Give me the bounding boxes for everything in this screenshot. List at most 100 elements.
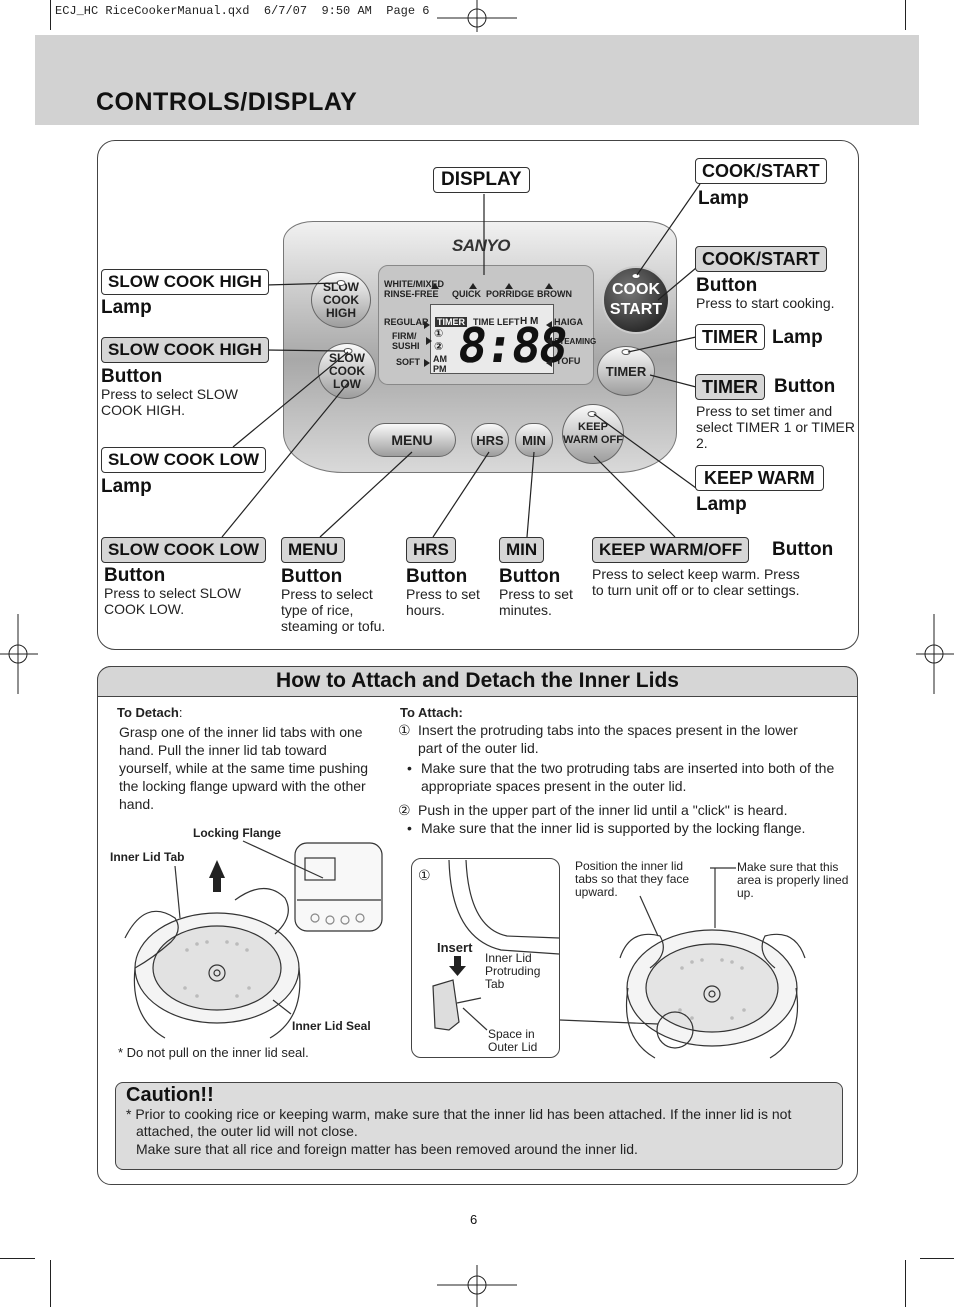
hrs-button-desc: Press to set hours. xyxy=(406,586,480,618)
lcd-am: AM xyxy=(433,354,447,364)
slow-cook-low-lamp-word: Lamp xyxy=(101,476,152,497)
hrs-button-word: Button xyxy=(406,566,468,587)
caution-line-1: * Prior to cooking rice or keeping warm,… xyxy=(126,1106,792,1139)
attach-heading: To Attach: xyxy=(400,705,463,720)
keep-warm-lamp-word: Lamp xyxy=(696,494,747,515)
cook-start-button-desc: Press to start cooking. xyxy=(696,295,835,311)
min-button-label: MIN xyxy=(499,537,545,563)
header-band xyxy=(35,35,919,125)
menu-item-firm-sushi: FIRM/ SUSHI xyxy=(392,331,420,351)
controls-diagram-frame xyxy=(97,140,859,650)
slow-cook-low-button-desc: Press to select SLOW COOK LOW. xyxy=(104,585,241,617)
step2-number: ② xyxy=(398,802,411,818)
slow-cook-low-lamp-label: SLOW COOK LOW xyxy=(101,447,267,473)
crop-mark xyxy=(50,0,51,30)
menu-button-desc: Press to select type of rice, steaming o… xyxy=(281,586,386,634)
crop-mark xyxy=(50,1260,51,1307)
inner-lid-tab-label: Inner Lid Tab xyxy=(110,850,185,864)
cook-start-button[interactable]: COOK START xyxy=(602,266,670,334)
min-button[interactable]: MIN xyxy=(515,423,553,457)
position-illustration xyxy=(560,867,806,1059)
step2-text: Push in the upper part of the inner lid … xyxy=(418,802,788,818)
crop-mark xyxy=(905,1260,906,1307)
timer-lamp-word: Lamp xyxy=(772,327,823,348)
menu-button-word: Button xyxy=(281,566,343,587)
crop-mark xyxy=(920,1258,954,1259)
caution-box xyxy=(115,1082,843,1170)
menu-item-quick: QUICK xyxy=(452,289,481,299)
inner-lid-seal-label: Inner Lid Seal xyxy=(292,1019,371,1033)
menu-button-label: MENU xyxy=(281,537,346,563)
lcd-time-left: TIME LEFT xyxy=(473,317,520,327)
print-slug: ECJ_HC RiceCookerManual.qxd 6/7/07 9:50 … xyxy=(55,4,430,18)
caution-line-2: Make sure that all rice and foreign matt… xyxy=(136,1141,638,1157)
step1-bullet: Make sure that the two protruding tabs a… xyxy=(421,760,835,794)
slow-cook-low-button-word: Button xyxy=(104,565,166,586)
display-label: DISPLAY xyxy=(433,167,530,193)
menu-item-brown: BROWN xyxy=(537,289,572,299)
caution-title: Caution!! xyxy=(126,1084,214,1106)
detach-heading: To Detach: xyxy=(117,705,183,720)
insert-label: Insert xyxy=(437,940,473,955)
lcd-pm: PM xyxy=(433,364,447,374)
step2-bullet: Make sure that the inner lid is supporte… xyxy=(421,820,806,836)
min-button-word: Button xyxy=(499,566,561,587)
keep-warm-off-button-word: Button xyxy=(772,539,834,560)
menu-item-white-mixed: WHITE/MIXED RINSE-FREE xyxy=(384,279,444,299)
lcd-timer-1: ① xyxy=(434,328,444,340)
cook-start-lamp-label: COOK/START xyxy=(695,158,827,184)
hrs-button[interactable]: HRS xyxy=(471,423,509,457)
timer-button-desc: Press to set timer and select TIMER 1 or… xyxy=(696,403,855,451)
step1-bullet-mark: • xyxy=(407,760,412,776)
keep-warm-off-button-label: KEEP WARM/OFF xyxy=(592,537,750,563)
detach-note: * Do not pull on the inner lid seal. xyxy=(118,1045,309,1060)
keep-warm-off-button-desc: Press to select keep warm. Press to turn… xyxy=(592,566,800,598)
timer-lamp-label: TIMER xyxy=(695,324,765,350)
menu-item-steaming: STEAMING xyxy=(554,337,597,346)
lcd-screen xyxy=(430,304,554,374)
brand-logo: SANYO xyxy=(452,236,510,255)
menu-item-haiga: HAIGA xyxy=(554,317,583,327)
insert-figure-number: ① xyxy=(418,867,431,883)
min-button-desc: Press to set minutes. xyxy=(499,586,573,618)
locking-flange-label: Locking Flange xyxy=(193,826,282,840)
timer-button-label: TIMER xyxy=(695,374,765,400)
menu-item-regular: REGULAR xyxy=(384,317,429,327)
protruding-tab-label: Inner Lid Protruding Tab xyxy=(485,951,541,991)
inner-lids-header xyxy=(97,666,858,697)
detach-illustration xyxy=(124,840,383,1039)
inner-lids-title: How to Attach and Detach the Inner Lids xyxy=(276,669,679,692)
insert-illustration-frame xyxy=(411,858,560,1058)
lcd-timer-tag: TIMER xyxy=(435,317,467,327)
crop-mark xyxy=(0,1258,35,1259)
step2-bullet-mark: • xyxy=(407,820,412,836)
step1-text: Insert the protruding tabs into the spac… xyxy=(418,722,798,756)
timer-button-word: Button xyxy=(774,376,836,397)
cook-start-lamp-word: Lamp xyxy=(698,188,749,209)
section-title: CONTROLS/DISPLAY xyxy=(96,88,358,116)
position-tabs-note: Position the inner lid tabs so that they… xyxy=(575,859,690,899)
lcd-hm: H M xyxy=(520,316,539,327)
crop-mark xyxy=(905,0,906,30)
hrs-button-label: HRS xyxy=(406,537,456,563)
cook-start-button-word: Button xyxy=(696,275,758,296)
slow-cook-high-button-desc: Press to select SLOW COOK HIGH. xyxy=(101,386,238,418)
keep-warm-lamp-label: KEEP WARM xyxy=(695,465,824,491)
menu-button[interactable]: MENU xyxy=(368,423,456,457)
line-up-note: Make sure that this area is properly lin… xyxy=(737,860,849,900)
detach-text: Grasp one of the inner lid tabs with one… xyxy=(119,724,369,812)
slow-cook-high-lamp-label: SLOW COOK HIGH xyxy=(101,269,269,295)
page-number: 6 xyxy=(470,1212,478,1227)
menu-item-tofu: TOFU xyxy=(556,356,581,366)
slow-cook-high-button-word: Button xyxy=(101,366,163,387)
menu-item-porridge: PORRIDGE xyxy=(486,289,535,299)
slow-cook-high-button-label: SLOW COOK HIGH xyxy=(101,337,269,363)
outer-lid-space-label: Space in Outer Lid xyxy=(488,1027,538,1054)
menu-item-soft: SOFT xyxy=(396,357,420,367)
slow-cook-low-button-label: SLOW COOK LOW xyxy=(101,537,267,563)
step1-number: ① xyxy=(398,722,411,738)
